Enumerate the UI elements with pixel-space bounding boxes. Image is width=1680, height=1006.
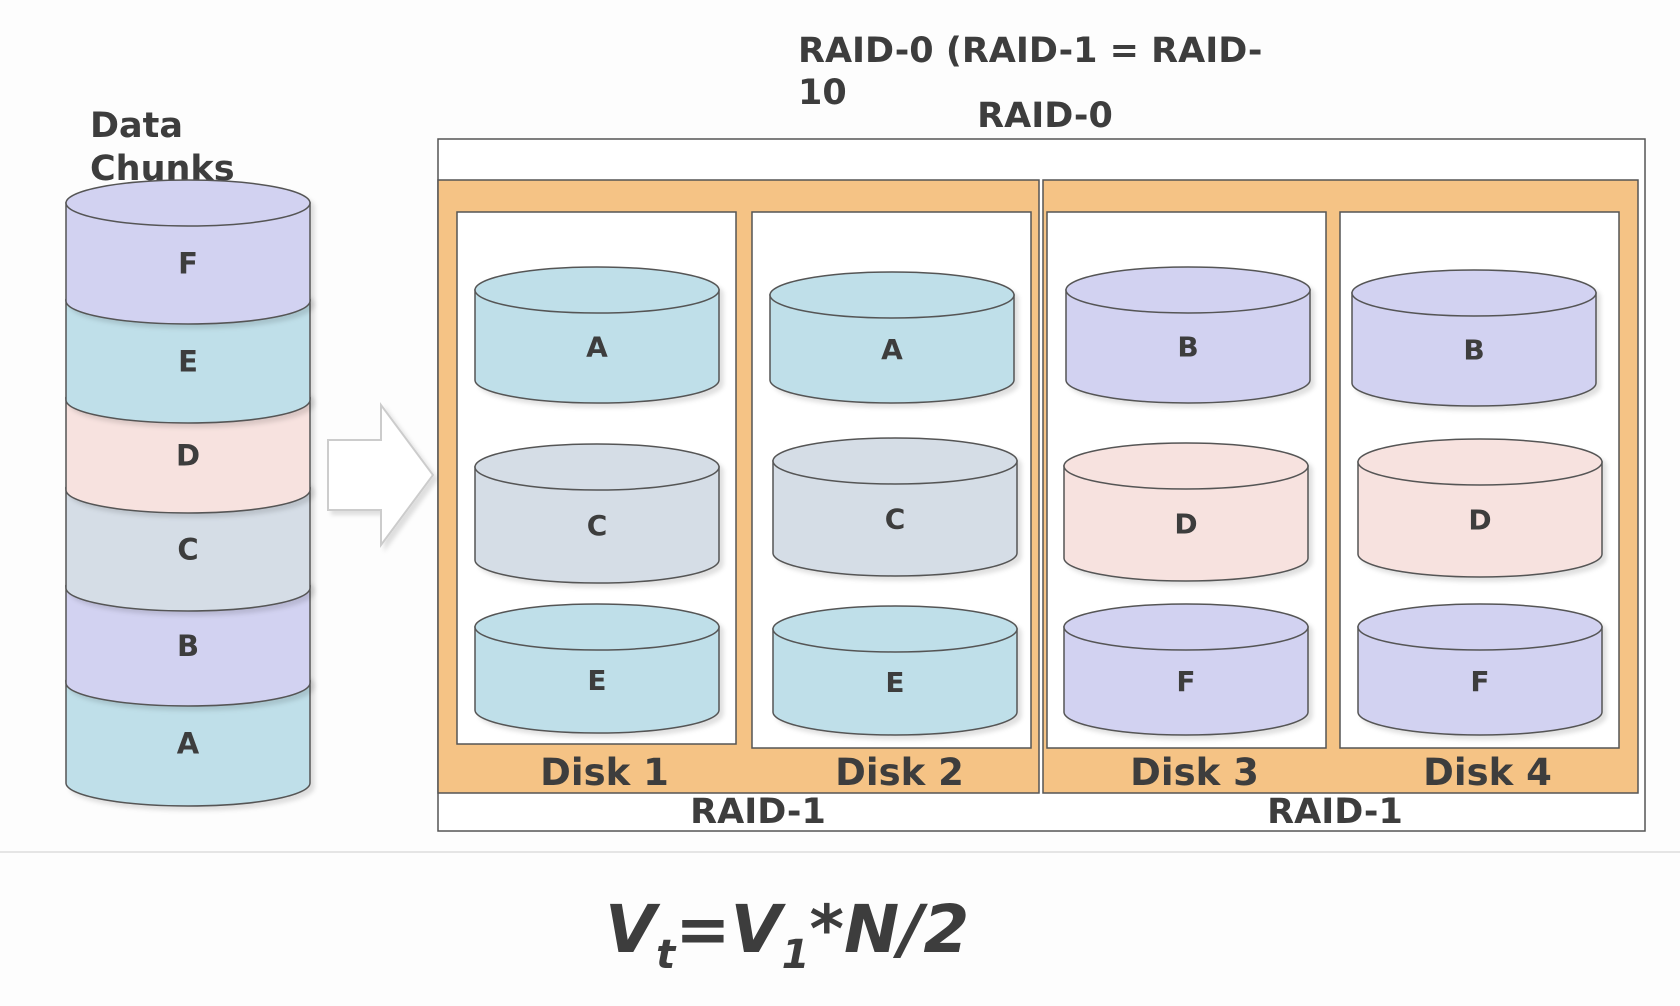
data-chunk-a-label: A [177, 727, 200, 761]
diagram-title-line1: RAID-0 (RAID-1 = RAID- [798, 31, 1262, 71]
disk-4-chunk-b: B [1351, 269, 1597, 407]
capacity-formula: Vt=V1*N/2 [605, 891, 969, 978]
disk-2-chunk-a-label: A [881, 333, 903, 366]
disk-1-chunk-a-label: A [586, 330, 608, 363]
disk-2-chunk-e: E [772, 605, 1018, 736]
disk-4-chunk-b-label: B [1463, 333, 1484, 366]
data-chunk-b-label: B [177, 629, 199, 663]
disk-2-chunk-c-label: C [885, 502, 906, 535]
disk-3-chunk-b-label: B [1177, 330, 1198, 363]
data-chunks-stack: A B C D E F [65, 179, 311, 807]
disk-3-chunk-f: F [1063, 603, 1309, 736]
disk-3-chunk-f-label: F [1176, 665, 1195, 698]
disk-2-chunk-e-label: E [885, 666, 904, 699]
disk-1: A C E Disk 1 [456, 211, 737, 794]
disk-1-label: Disk 1 [540, 751, 669, 794]
data-chunk-c-label: C [177, 533, 198, 567]
disk-2-label: Disk 2 [835, 751, 964, 794]
raid-1-label-right: RAID-1 [1267, 792, 1403, 832]
formula-sub-1: 1 [782, 932, 810, 978]
formula-equals: = [675, 891, 730, 968]
raid-1-label-left: RAID-1 [690, 792, 826, 832]
disk-3: B D F Disk 3 [1046, 211, 1327, 794]
disk-4-label: Disk 4 [1423, 751, 1552, 794]
data-chunk-f-label: F [178, 247, 198, 281]
disk-4-chunk-f-label: F [1470, 665, 1489, 698]
data-chunk-d-label: D [176, 439, 200, 473]
disk-3-label: Disk 3 [1130, 751, 1259, 794]
disk-1-chunk-a: A [474, 266, 720, 404]
disk-2: A C E Disk 2 [751, 211, 1032, 794]
disk-4-chunk-f: F [1357, 603, 1603, 736]
formula-v: V [605, 891, 661, 968]
data-chunks-label-line1: Data [90, 106, 183, 146]
disk-4: B D F Disk 4 [1339, 211, 1620, 794]
right-arrow-icon [327, 401, 435, 549]
disk-1-chunk-c: C [474, 443, 720, 584]
disk-3-chunk-b: B [1065, 266, 1311, 404]
disks: A C E Disk 1 A C E Disk 2 B D F Disk 3 B D F Disk 4 [456, 211, 1620, 794]
disk-2-chunk-a: A [769, 271, 1015, 404]
disk-1-chunk-e: E [474, 603, 720, 734]
disk-4-chunk-d: D [1357, 438, 1603, 578]
disk-3-chunk-d: D [1063, 442, 1309, 582]
diagram-title-line2: 10 [798, 73, 847, 113]
disk-2-chunk-c: C [772, 437, 1018, 577]
formula-rest: *N/2 [809, 891, 969, 968]
disk-1-chunk-e-label: E [587, 664, 606, 697]
formula-sub-t: t [656, 932, 677, 978]
data-chunk-f: F [65, 179, 311, 325]
disk-4-chunk-d-label: D [1468, 503, 1491, 536]
data-chunk-e-label: E [178, 345, 198, 379]
formula-v1: V [731, 891, 787, 968]
disk-1-chunk-c-label: C [587, 509, 608, 542]
disk-3-chunk-d-label: D [1174, 507, 1197, 540]
raid-0-label: RAID-0 [977, 96, 1113, 136]
